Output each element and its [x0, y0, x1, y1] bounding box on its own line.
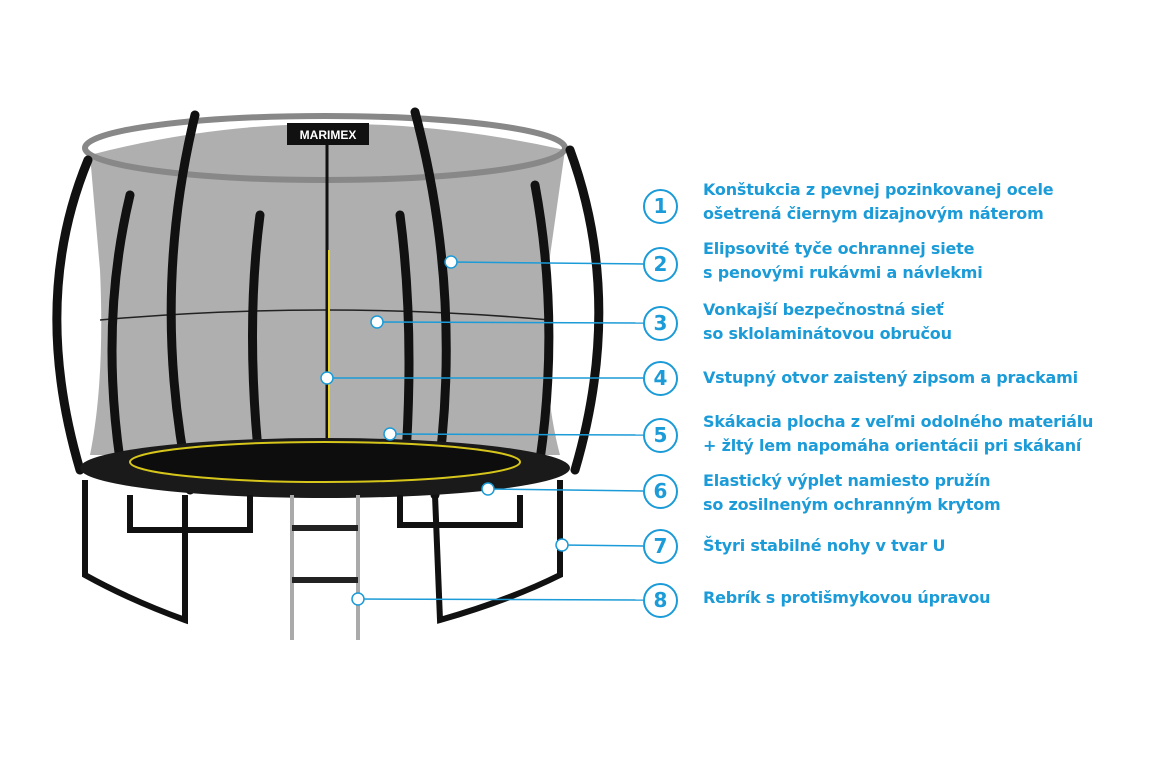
- u-legs: [82, 480, 563, 625]
- callout-number-6: 6: [643, 474, 678, 509]
- callout-number-1: 1: [643, 189, 678, 224]
- net-poles: [52, 107, 604, 500]
- callout-label-8: Rebrík s protišmykovou úpravou: [703, 588, 991, 607]
- callout-leaders: [320, 255, 644, 606]
- callout-number-4: 4: [643, 361, 678, 396]
- callout-label-5: Skákacia plocha z veľmi odolného materiá…: [703, 412, 1094, 455]
- ladder: [290, 495, 360, 640]
- callout-number-8: 8: [643, 583, 678, 618]
- callout-number-5: 5: [643, 418, 678, 453]
- callout-number-7: 7: [643, 529, 678, 564]
- callout-label-7: Štyri stabilné nohy v tvar U: [703, 536, 946, 555]
- net-top-ring: [82, 113, 568, 183]
- callout-label-4: Vstupný otvor zaistený zipsom a prackami: [703, 368, 1078, 387]
- callout-number-2: 2: [643, 247, 678, 282]
- callout-number-3: 3: [643, 306, 678, 341]
- brand-logo: MARIMEX: [300, 128, 357, 142]
